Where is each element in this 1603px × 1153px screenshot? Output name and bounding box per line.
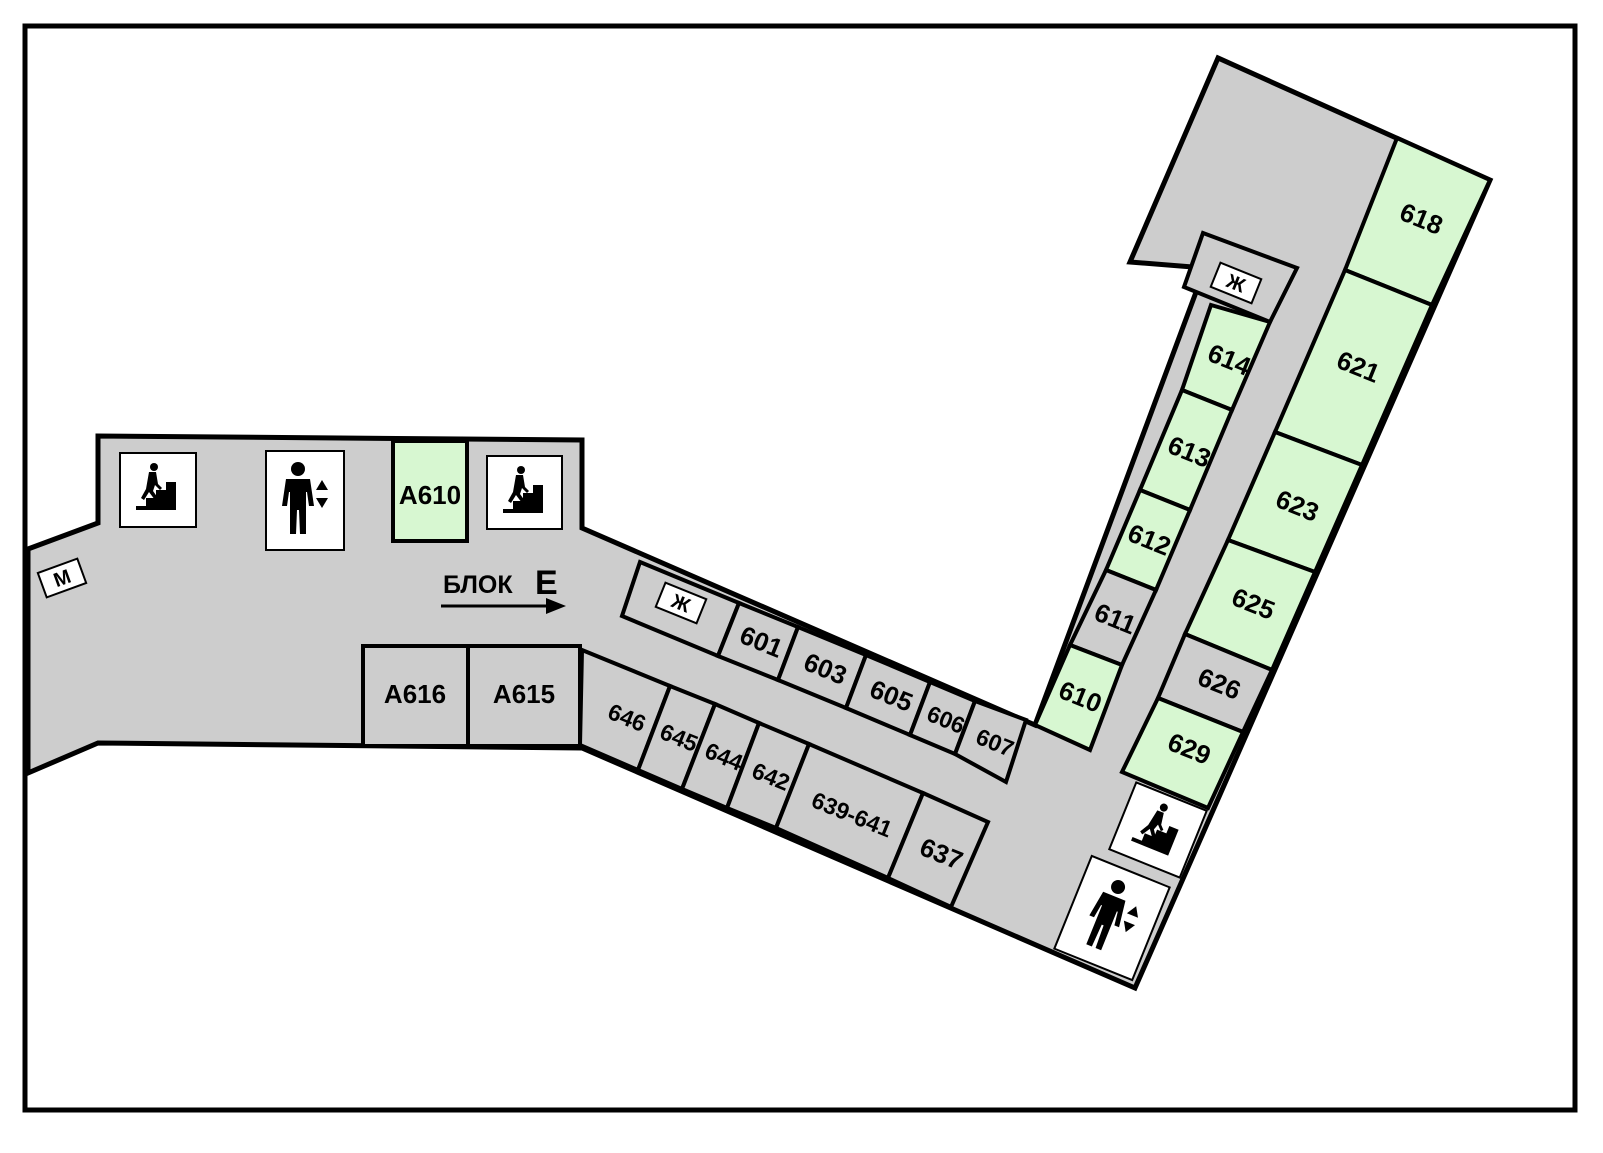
room-a610[interactable]: A610	[391, 439, 469, 543]
room-607[interactable]: 607	[952, 698, 1029, 785]
svg-text:A615: A615	[493, 679, 555, 709]
toilet-male: М	[36, 557, 88, 599]
room-639-641[interactable]: 639-641	[773, 741, 926, 881]
elevator-icon	[1053, 854, 1171, 982]
stairs-icon	[1107, 781, 1209, 879]
stairs-icon	[119, 452, 197, 528]
block-label: БЛОК Е	[441, 564, 566, 614]
svg-text:БЛОК: БЛОК	[443, 571, 513, 599]
room-605[interactable]: 605	[843, 652, 933, 738]
corridor-floor	[25, 54, 1494, 992]
room-623[interactable]: 623	[1225, 429, 1365, 575]
room-610[interactable]: 610	[1032, 642, 1125, 753]
svg-text:A610: A610	[399, 480, 461, 510]
room-642[interactable]: 642	[724, 720, 812, 831]
room-603[interactable]: 603	[775, 624, 869, 711]
room-621[interactable]: 621	[1272, 267, 1435, 468]
elevator-icon	[265, 450, 345, 551]
room-614[interactable]: 614	[1179, 302, 1273, 413]
room-629[interactable]: 629	[1119, 695, 1246, 811]
svg-text:М: М	[51, 566, 74, 592]
room-618[interactable]: 618	[1342, 135, 1493, 308]
svg-text:A616: A616	[384, 679, 446, 709]
svg-text:Е: Е	[535, 564, 558, 602]
room-a615[interactable]: A615	[466, 644, 582, 748]
room-637[interactable]: 637	[885, 790, 991, 910]
room-613[interactable]: 613	[1137, 387, 1235, 513]
room-645[interactable]: 645	[635, 683, 718, 792]
room-a616[interactable]: A616	[361, 644, 470, 748]
arrow-head	[546, 598, 566, 614]
stairs-icon	[486, 455, 563, 530]
